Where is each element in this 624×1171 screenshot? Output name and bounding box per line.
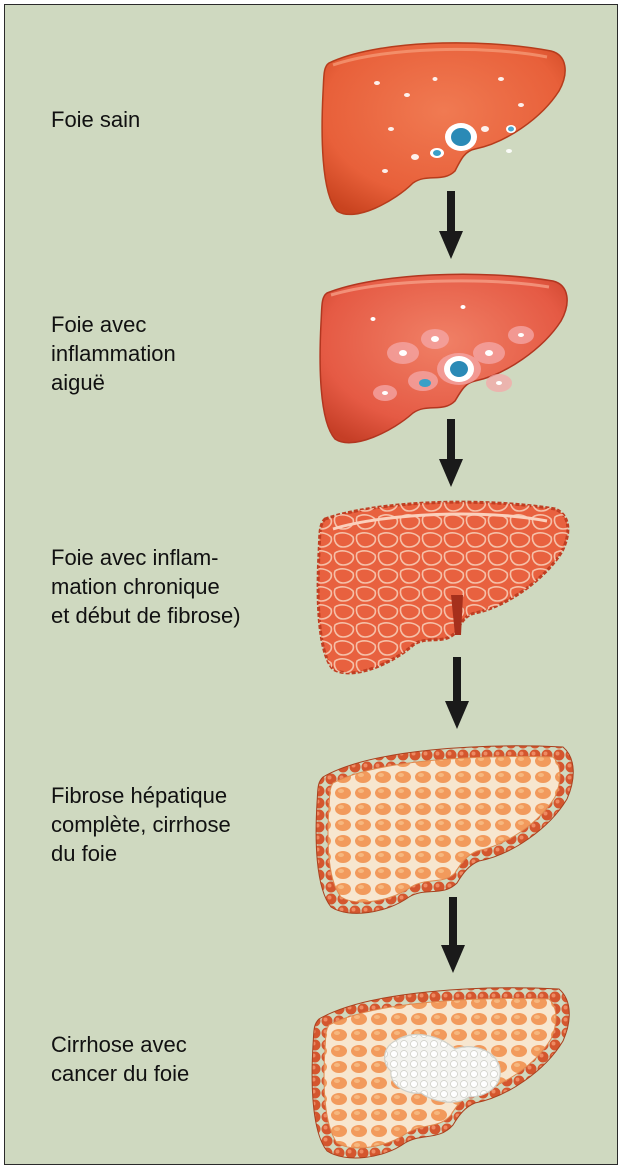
diagram-panel: Foie sain Foie avec inf [4, 4, 618, 1165]
stage-label-line: et début de fibrose) [51, 601, 241, 630]
stage-label-line: Fibrose hépatique [51, 781, 231, 810]
progression-arrow-2 [439, 419, 463, 489]
stage-label-line: mation chronique [51, 572, 241, 601]
stage-label-cirrhosis: Fibrose hépatique complète, cirrhose du … [51, 781, 231, 868]
progression-arrow-4 [441, 897, 465, 975]
stage-label-acute-inflammation: Foie avec inflammation aiguë [51, 310, 176, 397]
stage-label-healthy: Foie sain [51, 105, 140, 134]
stage-label-line: cancer du foie [51, 1059, 189, 1088]
progression-arrow-1 [439, 191, 463, 261]
progression-arrow-3 [445, 657, 469, 731]
stage-label-chronic-inflammation: Foie avec inflam- mation chronique et dé… [51, 543, 241, 630]
stage-label-line: aiguë [51, 368, 176, 397]
cirrhosis-liver-illustration [313, 737, 579, 917]
stage-label-line: Cirrhose avec [51, 1030, 189, 1059]
stage-label-line: Foie sain [51, 105, 140, 134]
stage-label-line: Foie avec [51, 310, 176, 339]
stage-label-liver-cancer: Cirrhose avec cancer du foie [51, 1030, 189, 1088]
stage-label-line: complète, cirrhose [51, 810, 231, 839]
stage-label-line: du foie [51, 839, 231, 868]
chronic-inflammation-liver-illustration [311, 495, 573, 681]
cirrhosis-cancer-liver-illustration [309, 979, 575, 1163]
stage-label-line: Foie avec inflam- [51, 543, 241, 572]
stage-label-line: inflammation [51, 339, 176, 368]
